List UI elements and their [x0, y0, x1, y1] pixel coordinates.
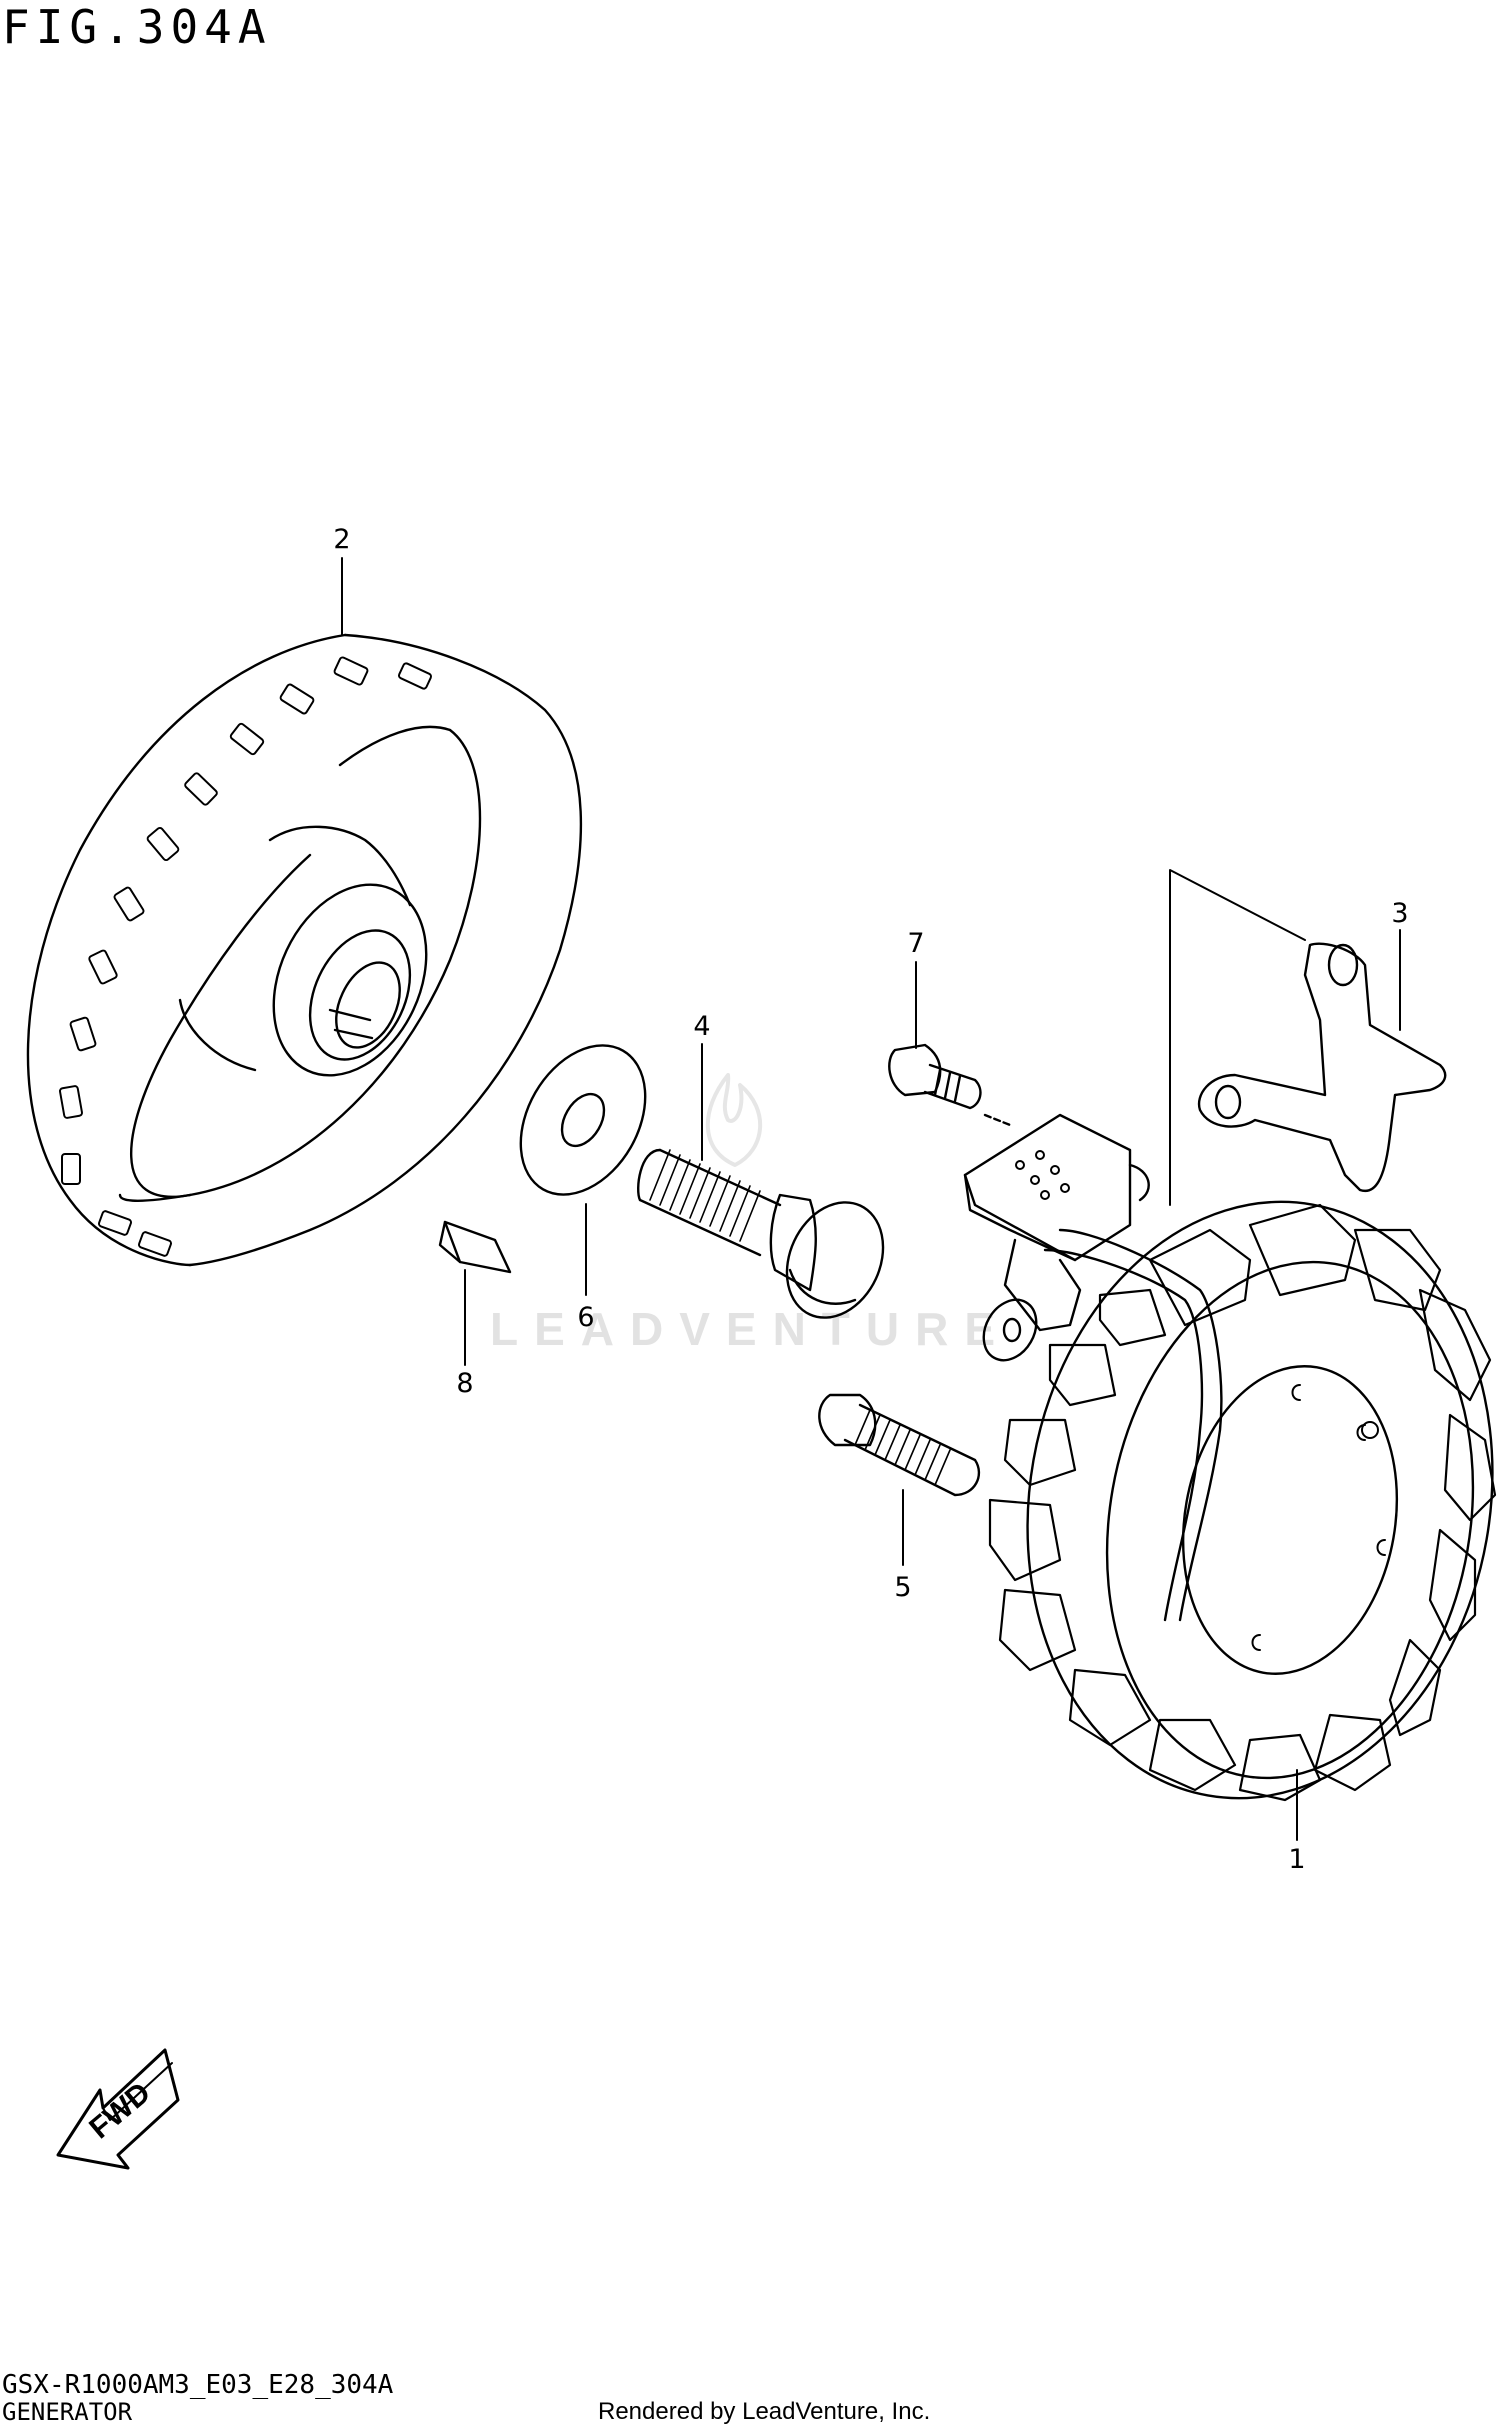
key-part-8[interactable]: [438, 1220, 512, 1274]
leader-lines: [341, 557, 1401, 1841]
fwd-arrow-icon: FWD: [56, 2048, 180, 2170]
callout-2: 2: [333, 524, 350, 555]
assembly-line: [1169, 869, 1306, 1206]
callout-6: 6: [577, 1302, 594, 1333]
stator-bolt-part-5[interactable]: [818, 1393, 981, 1497]
callout-3: 3: [1391, 898, 1408, 929]
washer-part-6[interactable]: [495, 1023, 670, 1217]
callout-4: 4: [693, 1011, 710, 1042]
clamp-bolt-part-7[interactable]: [888, 1043, 1012, 1127]
rotor-bolt-part-4[interactable]: [637, 1148, 901, 1333]
section-name: GENERATOR: [2, 2398, 133, 2426]
model-code: GSX-R1000AM3_E03_E28_304A: [2, 2370, 394, 2400]
callout-1: 1: [1288, 1844, 1305, 1875]
callout-7: 7: [907, 928, 924, 959]
callout-5: 5: [894, 1572, 911, 1603]
clamp-part-3[interactable]: [1197, 942, 1447, 1193]
watermark-flame-icon: [705, 1073, 763, 1167]
stator-part-1[interactable]: [963, 1113, 1500, 1835]
figure-title: FIG.304A: [2, 0, 272, 54]
rotor-part-2[interactable]: [26, 633, 583, 1267]
callout-8: 8: [456, 1368, 473, 1399]
watermark: LEADVENTURE: [490, 1303, 1011, 1355]
render-credit: Rendered by LeadVenture, Inc.: [598, 2398, 931, 2425]
